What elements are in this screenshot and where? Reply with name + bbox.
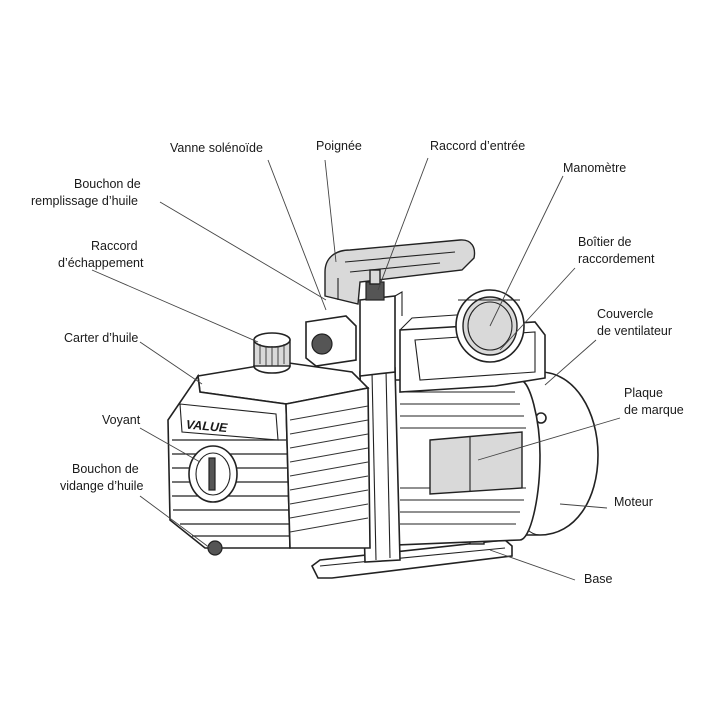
inlet-fitting (365, 281, 385, 301)
label-couvercle-1: Couvercle (597, 307, 653, 321)
label-bouchon-remplissage-2: remplissage d’huile (31, 194, 138, 208)
label-raccord-echappement-2: d’échappement (58, 256, 144, 270)
label-vanne-solenoide: Vanne solénoïde (170, 141, 263, 155)
label-voyant: Voyant (102, 413, 141, 427)
label-raccord-echappement-1: Raccord (91, 239, 138, 253)
label-plaque-1: Plaque (624, 386, 663, 400)
handle (324, 239, 476, 305)
oil-case (167, 332, 371, 556)
leader-lines (91, 157, 621, 581)
label-raccord-entree: Raccord d’entrée (430, 139, 525, 153)
labels: Vanne solénoïde Poignée Raccord d’entrée… (31, 139, 684, 586)
label-poignee: Poignée (316, 139, 362, 153)
label-couvercle-2: de ventilateur (597, 324, 672, 338)
label-boitier-1: Boîtier de (578, 235, 632, 249)
label-boitier-2: raccordement (578, 252, 655, 266)
label-bouchon-remplissage-1: Bouchon de (74, 177, 141, 191)
nameplate (429, 431, 523, 495)
label-carter: Carter d’huile (64, 331, 138, 345)
label-manometre: Manomètre (563, 161, 626, 175)
label-base: Base (584, 572, 613, 586)
label-vidange-1: Bouchon de (72, 462, 139, 476)
solenoid-knob (311, 333, 333, 355)
drain-plug (207, 540, 223, 556)
brand-logo: VALUE (185, 418, 228, 436)
label-moteur: Moteur (614, 495, 653, 509)
motor (394, 371, 599, 546)
label-vidange-2: vidange d’huile (60, 479, 143, 493)
label-plaque-2: de marque (624, 403, 684, 417)
